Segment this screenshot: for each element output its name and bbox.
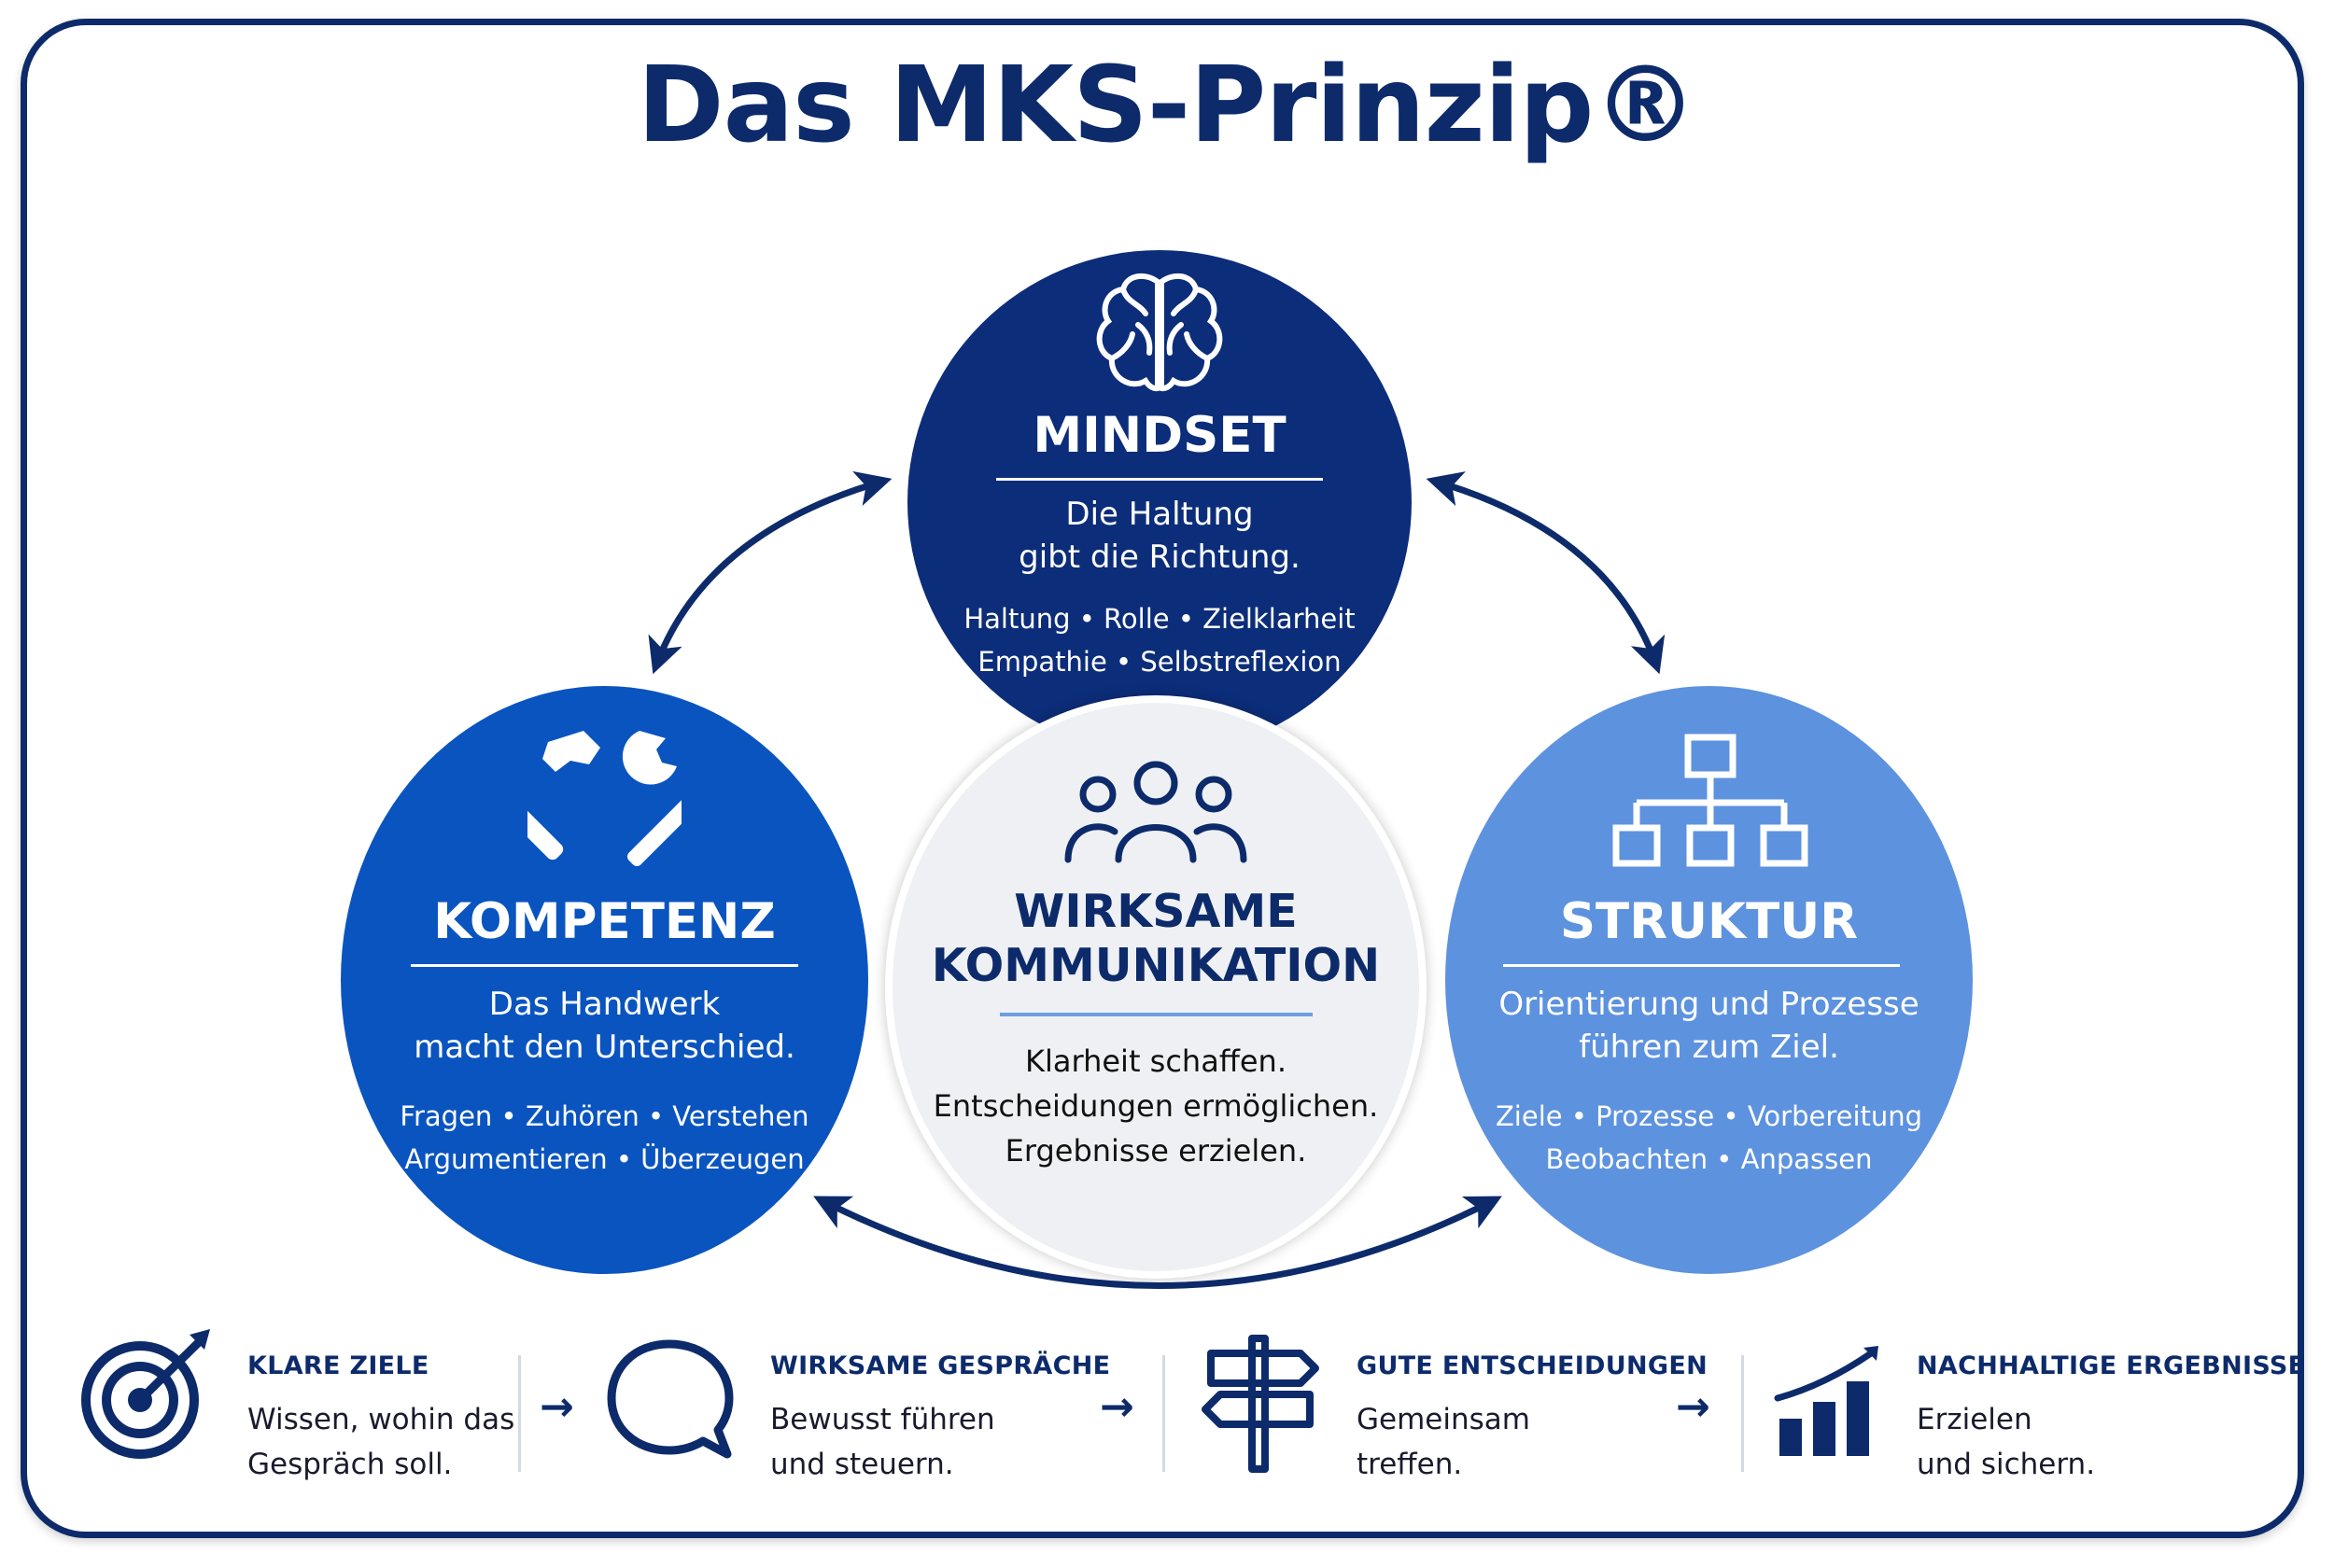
kompetenz-line-2: macht den Unterschied. <box>414 1029 795 1066</box>
mindset-line-2: gibt die Richtung. <box>1019 539 1301 576</box>
center-line-1: Klarheit schaffen. <box>1025 1043 1287 1079</box>
kompetenz-divider <box>411 964 798 967</box>
step-3-line-2: treffen. <box>1357 1448 1463 1481</box>
people-icon <box>1064 761 1247 863</box>
speech-bubble-icon <box>607 1339 734 1459</box>
center-divider <box>1000 1013 1313 1016</box>
signpost-icon <box>1202 1335 1319 1473</box>
center-heading: WIRKSAME KOMMUNIKATION <box>893 885 1419 993</box>
step-2-title: WIRKSAME GESPRÄCHE <box>770 1351 1111 1380</box>
step-arrow-1: → <box>540 1383 574 1431</box>
step-divider-2 <box>1162 1355 1165 1472</box>
struktur-tags: Ziele • Prozesse • Vorbereitung Beobacht… <box>1445 1095 1973 1181</box>
step-1-line-1: Wissen, wohin das <box>247 1403 515 1436</box>
center-line-3: Ergebnisse erzielen. <box>1005 1133 1307 1169</box>
step-arrow-3: → <box>1676 1383 1710 1431</box>
step-1-text: Wissen, wohin das Gespräch soll. <box>247 1397 514 1487</box>
step-4-text: Erzielen und sichern. <box>1917 1397 2095 1487</box>
step-2-line-2: und steuern. <box>770 1448 954 1481</box>
target-icon <box>81 1329 210 1459</box>
mindset-divider <box>996 478 1323 481</box>
kompetenz-lines: Das Handwerk macht den Unterschied. <box>341 983 868 1069</box>
kompetenz-tags-2: Argumentieren • Überzeugen <box>404 1143 805 1175</box>
center-lines: Klarheit schaffen. Entscheidungen ermögl… <box>893 1039 1419 1173</box>
step-2-line-1: Bewusst führen <box>770 1403 995 1436</box>
mindset-heading: MINDSET <box>1033 407 1287 464</box>
struktur-line-1: Orientierung und Prozesse <box>1498 986 1919 1023</box>
brain-icon <box>1096 273 1223 392</box>
mindset-tags-2: Empathie • Selbstreflexion <box>977 646 1342 678</box>
kompetenz-tags: Fragen • Zuhören • Verstehen Argumentier… <box>341 1095 868 1181</box>
mindset-tags: Haltung • Rolle • Zielklarheit Empathie … <box>907 597 1412 683</box>
growth-chart-icon <box>1774 1346 1878 1456</box>
mindset-circle: MINDSET Die Haltung gibt die Richtung. H… <box>907 250 1412 754</box>
kompetenz-tags-1: Fragen • Zuhören • Verstehen <box>400 1100 809 1132</box>
tools-icon <box>527 731 682 867</box>
struktur-tags-2: Beobachten • Anpassen <box>1545 1143 1873 1175</box>
step-4-title: NACHHALTIGE ERGEBNISSE <box>1917 1351 2306 1380</box>
mindset-tags-1: Haltung • Rolle • Zielklarheit <box>963 603 1356 635</box>
step-divider-1 <box>518 1355 521 1472</box>
page-title: Das MKS-Prinzip® <box>637 45 1698 166</box>
struktur-lines: Orientierung und Prozesse führen zum Zie… <box>1445 983 1973 1069</box>
struktur-heading: STRUKTUR <box>1559 893 1859 950</box>
center-heading-1: WIRKSAME <box>1014 885 1298 938</box>
step-2-text: Bewusst führen und steuern. <box>770 1397 995 1487</box>
step-4-line-1: Erzielen <box>1917 1403 2032 1436</box>
step-3-text: Gemeinsam treffen. <box>1357 1397 1530 1487</box>
kompetenz-heading: KOMPETENZ <box>433 893 776 950</box>
center-line-2: Entscheidungen ermöglichen. <box>933 1088 1379 1124</box>
step-4-line-2: und sichern. <box>1917 1448 2096 1481</box>
struktur-divider <box>1503 964 1900 967</box>
struktur-tags-1: Ziele • Prozesse • Vorbereitung <box>1495 1100 1923 1132</box>
center-heading-2: KOMMUNIKATION <box>931 939 1381 992</box>
mindset-line-1: Die Haltung <box>1065 496 1254 533</box>
mindset-lines: Die Haltung gibt die Richtung. <box>907 493 1412 579</box>
struktur-line-2: führen zum Ziel. <box>1579 1029 1839 1066</box>
kompetenz-circle: KOMPETENZ Das Handwerk macht den Untersc… <box>341 686 868 1274</box>
center-circle: WIRKSAME KOMMUNIKATION Klarheit schaffen… <box>885 695 1427 1279</box>
step-3-line-1: Gemeinsam <box>1357 1403 1530 1436</box>
org-chart-icon <box>1612 734 1808 867</box>
struktur-circle: STRUKTUR Orientierung und Prozesse führe… <box>1445 686 1973 1274</box>
step-arrow-2: → <box>1100 1383 1134 1431</box>
step-divider-3 <box>1741 1355 1744 1472</box>
step-3-title: GUTE ENTSCHEIDUNGEN <box>1357 1351 1708 1380</box>
step-1-line-2: Gespräch soll. <box>247 1448 453 1481</box>
kompetenz-line-1: Das Handwerk <box>488 986 721 1023</box>
step-1-title: KLARE ZIELE <box>247 1351 429 1380</box>
